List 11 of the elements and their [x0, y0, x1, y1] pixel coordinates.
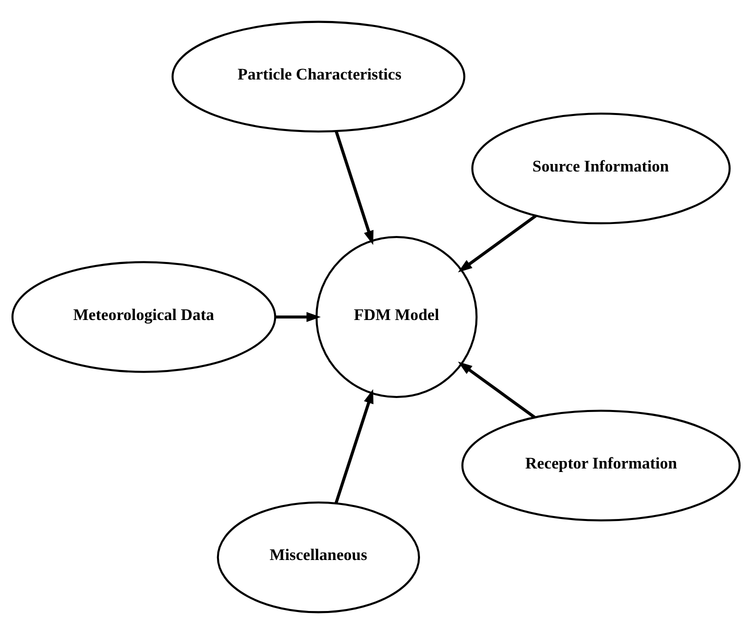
node-ellipse: Source Information — [471, 112, 731, 224]
arrow — [458, 361, 536, 418]
node-ellipse: Particle Characteristics — [172, 20, 466, 132]
arrow — [334, 130, 374, 245]
arrow — [275, 312, 321, 322]
node-ellipse: Meteorological Data — [11, 260, 276, 372]
node-ellipse: Miscellaneous — [216, 501, 420, 613]
node-circle: FDM Model — [316, 235, 478, 398]
arrow — [458, 214, 537, 272]
node-ellipse: Receptor Information — [461, 409, 741, 521]
arrow — [334, 388, 374, 504]
